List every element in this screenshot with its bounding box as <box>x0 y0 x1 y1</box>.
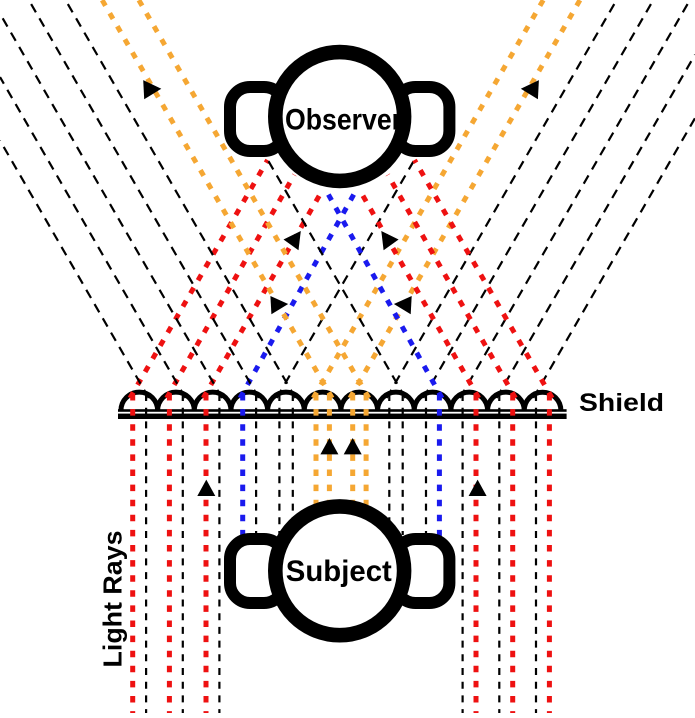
svg-text:Shield: Shield <box>579 389 664 417</box>
svg-text:Observer: Observer <box>285 104 402 137</box>
svg-text:Light Rays: Light Rays <box>98 531 128 668</box>
svg-text:Subject: Subject <box>286 555 392 588</box>
